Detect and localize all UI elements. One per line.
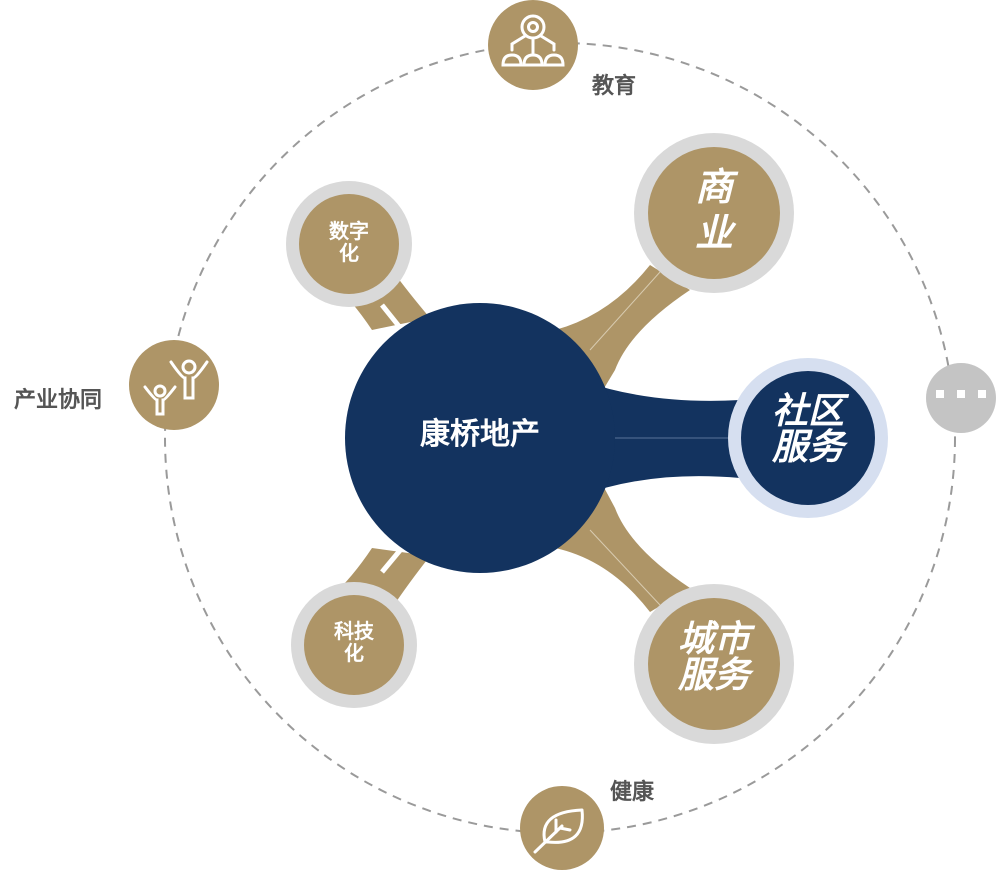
tech-line-2: 化	[344, 641, 364, 666]
center-label: 康桥地产	[380, 418, 580, 452]
center-label-text: 康桥地产	[420, 417, 540, 452]
digital-line-2: 化	[339, 241, 359, 266]
commerce-line-2: 业	[694, 210, 733, 255]
people-cheering-icon	[143, 359, 209, 416]
tech-label: 科技 化	[314, 620, 394, 665]
community-line-1: 社区	[771, 391, 844, 432]
more-node[interactable]	[926, 363, 996, 433]
digital-line-1: 数字	[329, 219, 369, 243]
health-label: 健康	[610, 780, 655, 805]
education-label: 教育	[592, 74, 637, 99]
network-people-icon	[501, 14, 565, 67]
industry-node[interactable]	[129, 340, 219, 430]
commerce-label: 商 业	[664, 165, 764, 256]
commerce-line-1: 商	[694, 165, 733, 209]
community-line-2: 服务	[771, 427, 844, 468]
community-label: 社区 服务	[748, 394, 868, 466]
tech-line-1: 科技	[334, 619, 374, 643]
more-dots-icon	[936, 390, 986, 398]
city-line-1: 城市	[677, 619, 750, 660]
leaf-icon	[533, 808, 584, 854]
health-node[interactable]	[520, 786, 604, 870]
digital-label: 数字 化	[309, 220, 389, 265]
industry-label: 产业协同	[14, 388, 103, 413]
center-node[interactable]	[345, 303, 615, 573]
education-node[interactable]	[488, 0, 578, 90]
city-line-2: 服务	[677, 655, 750, 696]
city-label: 城市 服务	[654, 622, 774, 694]
